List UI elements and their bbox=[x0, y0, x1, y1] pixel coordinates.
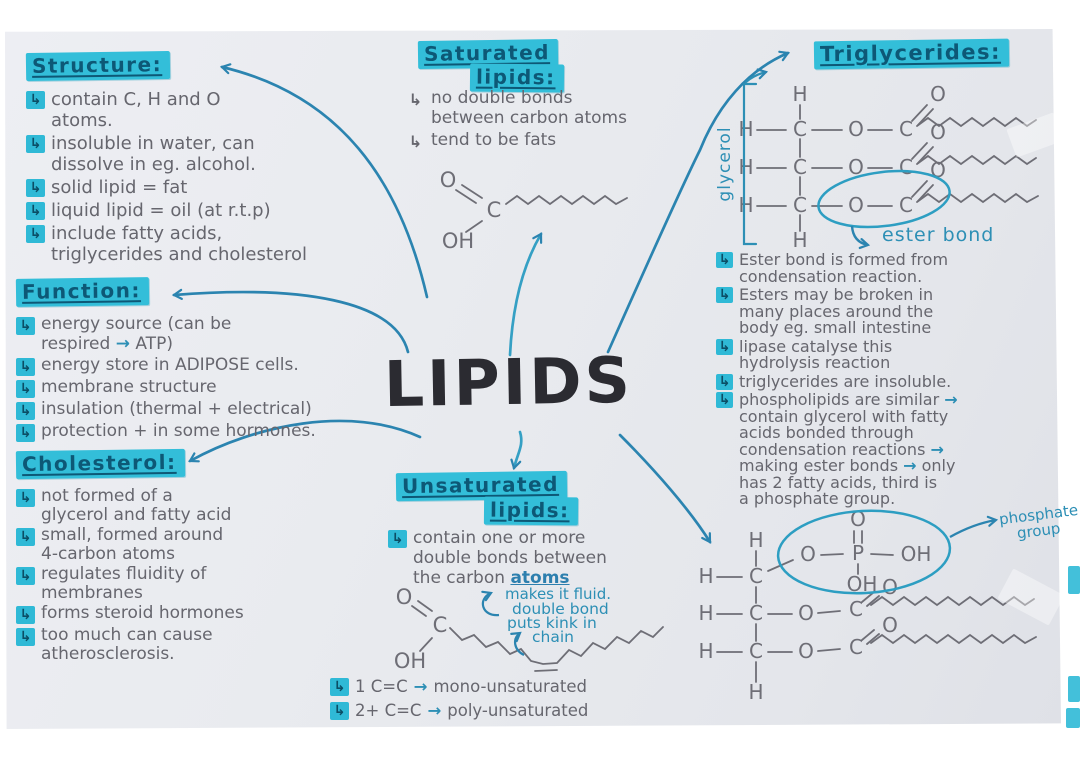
list-item: ↳include fatty acids, triglycerides and … bbox=[26, 223, 348, 265]
list-item: ↳not formed of a glycerol and fatty acid bbox=[16, 487, 316, 524]
triglycerides-heading: Triglycerides: bbox=[813, 38, 1010, 70]
cyan-tab bbox=[1066, 708, 1080, 728]
list-item: ↳small, formed around 4-carbon atoms bbox=[16, 526, 316, 563]
inline-arrow: → bbox=[903, 456, 917, 475]
unsaturated-heading-line2: lipids: bbox=[483, 496, 578, 526]
phospholipids-note: phospholipids are similar → contain glyc… bbox=[739, 390, 958, 508]
poly-unsaturated-note: ↳ 2+ C=C → poly-unsaturated bbox=[330, 700, 588, 720]
inline-arrow: → bbox=[427, 700, 442, 720]
arrow-bullet-icon: ↳ bbox=[716, 338, 733, 355]
section-function: Function: ↳ energy source (can be respir… bbox=[15, 277, 396, 444]
unsaturated-heading-line1: Unsaturated bbox=[395, 470, 568, 502]
list-item: ↳insulation (thermal + electrical) bbox=[16, 399, 396, 420]
section-unsaturated: ↳ contain one or more double bonds betwe… bbox=[388, 528, 688, 590]
arrow-bullet-icon: ↳ bbox=[16, 380, 35, 398]
inline-arrow: → bbox=[944, 390, 958, 409]
inline-arrow: → bbox=[413, 676, 428, 696]
arrow-bullet-icon: ↳ bbox=[330, 702, 349, 720]
page-title-lipids: LIPIDS bbox=[383, 343, 634, 422]
arrow-bullet-icon: ↳ bbox=[16, 358, 35, 376]
list-item: ↳solid lipid = fat bbox=[26, 177, 348, 198]
list-item: ↳liquid lipid = oil (at r.t.p) bbox=[26, 200, 348, 221]
inline-arrow: → bbox=[115, 333, 130, 354]
notebook-page bbox=[5, 29, 1061, 729]
inline-arrow: → bbox=[930, 439, 944, 459]
function-heading: Function: bbox=[15, 277, 150, 307]
arrow-bullet-icon: ↳ bbox=[408, 89, 423, 109]
arrow-bullet-icon: ↳ bbox=[716, 373, 733, 390]
list-item: ↳membrane structure bbox=[16, 377, 396, 398]
arrow-bullet-icon: ↳ bbox=[16, 606, 35, 624]
structure-heading: Structure: bbox=[25, 50, 171, 82]
section-saturated: ↳no double bonds between carbon atoms ↳t… bbox=[406, 88, 706, 152]
list-item: ↳no double bonds between carbon atoms bbox=[406, 88, 706, 128]
arrow-bullet-icon: ↳ bbox=[16, 567, 35, 585]
arrow-bullet-icon: ↳ bbox=[16, 528, 35, 546]
list-item: ↳contain C, H and O atoms. bbox=[26, 89, 348, 131]
list-item: ↳Esters may be broken in many places aro… bbox=[716, 286, 1061, 337]
arrow-bullet-icon: ↳ bbox=[16, 628, 35, 646]
list-item: ↳Ester bond is formed from condensation … bbox=[716, 251, 1061, 285]
cyan-tab bbox=[1068, 566, 1080, 594]
list-item: ↳triglycerides are insoluble. bbox=[716, 373, 1061, 391]
arrow-bullet-icon: ↳ bbox=[26, 91, 45, 109]
arrow-bullet-icon: ↳ bbox=[716, 287, 733, 303]
arrow-bullet-icon: ↳ bbox=[330, 678, 349, 696]
list-item: ↳protection + in some hormones. bbox=[16, 421, 396, 442]
list-item-phospholipids: ↳ phospholipids are similar → contain gl… bbox=[716, 390, 1061, 508]
arrow-bullet-icon: ↳ bbox=[16, 489, 35, 507]
list-item: ↳insoluble in water, can dissolve in eg.… bbox=[26, 133, 348, 175]
arrow-bullet-icon: ↳ bbox=[408, 131, 423, 151]
emphasized-word: atoms bbox=[510, 568, 570, 588]
cholesterol-heading: Cholesterol: bbox=[15, 448, 185, 480]
function-item-energy-source: energy source (can be respired → ATP) bbox=[41, 314, 232, 354]
list-item: ↳lipase catalyse this hydrolysis reactio… bbox=[716, 338, 1061, 372]
arrow-bullet-icon: ↳ bbox=[26, 135, 45, 153]
unsaturated-item: contain one or more double bonds between… bbox=[413, 528, 607, 588]
list-item: ↳energy store in ADIPOSE cells. bbox=[16, 355, 396, 376]
cyan-tab bbox=[1068, 676, 1080, 702]
arrow-bullet-icon: ↳ bbox=[16, 424, 35, 442]
arrow-bullet-icon: ↳ bbox=[716, 252, 733, 268]
arrow-bullet-icon: ↳ bbox=[26, 179, 45, 197]
section-cholesterol: Cholesterol: ↳not formed of a glycerol a… bbox=[15, 448, 316, 665]
arrow-bullet-icon: ↳ bbox=[26, 225, 45, 243]
arrow-bullet-icon: ↳ bbox=[16, 317, 35, 335]
section-structure: Structure: ↳contain C, H and O atoms. ↳i… bbox=[25, 50, 348, 267]
list-item: ↳ energy source (can be respired → ATP) bbox=[16, 314, 396, 354]
section-triglycerides-notes: ↳Ester bond is formed from condensation … bbox=[716, 251, 1061, 510]
list-item: ↳too much can cause atherosclerosis. bbox=[16, 626, 316, 663]
list-item: ↳regulates fluidity of membranes bbox=[16, 565, 316, 602]
list-item: ↳ contain one or more double bonds betwe… bbox=[388, 528, 688, 588]
arrow-bullet-icon: ↳ bbox=[388, 530, 407, 548]
arrow-bullet-icon: ↳ bbox=[26, 202, 45, 220]
list-item: ↳forms steroid hormones bbox=[16, 604, 316, 624]
arrow-bullet-icon: ↳ bbox=[16, 402, 35, 420]
list-item: ↳tend to be fats bbox=[406, 130, 706, 151]
arrow-bullet-icon: ↳ bbox=[716, 392, 733, 408]
mono-unsaturated-note: ↳ 1 C=C → mono-unsaturated bbox=[330, 676, 587, 696]
